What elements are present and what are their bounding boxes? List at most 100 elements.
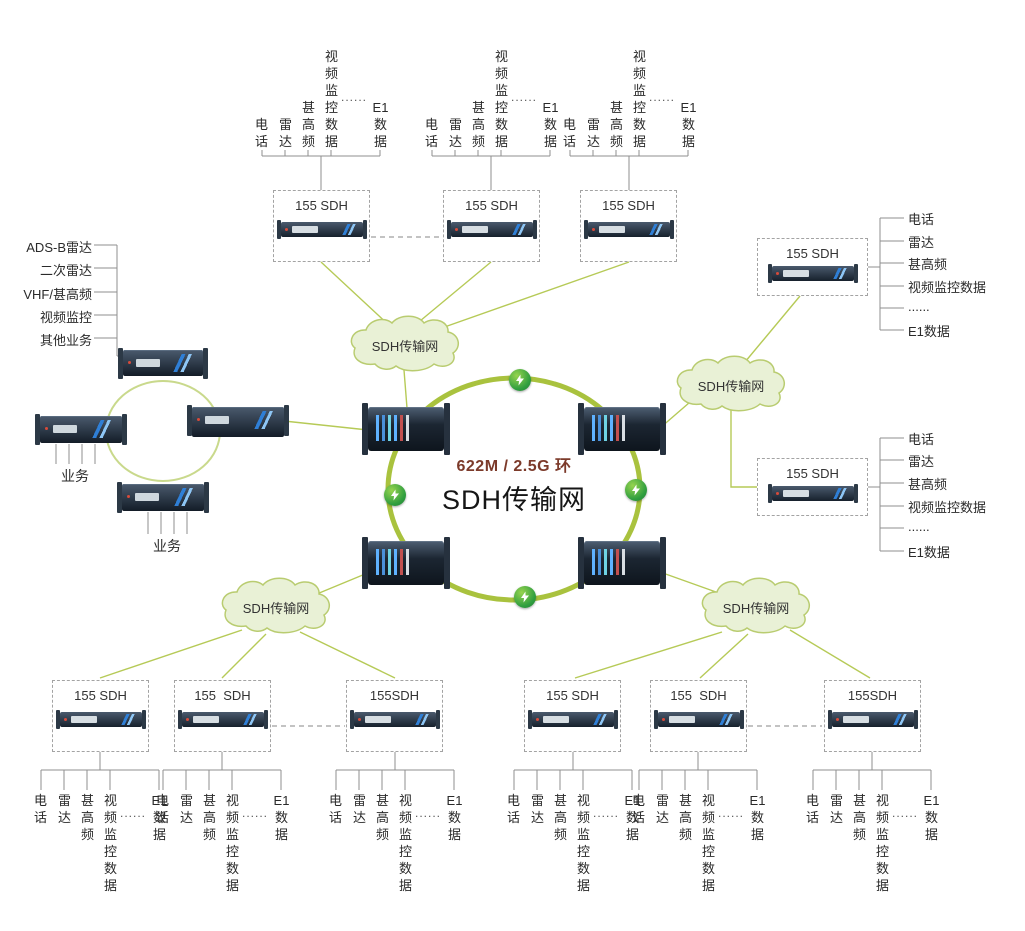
node-label: 155SDH bbox=[847, 688, 898, 703]
device-ports bbox=[376, 549, 409, 575]
ring-node-device-2 bbox=[578, 403, 666, 455]
service-label-vhf: 甚高频 bbox=[471, 100, 485, 149]
device-display bbox=[291, 226, 318, 233]
service-label-video-surveillance: 视频监控数据 bbox=[398, 793, 412, 893]
service-label-phone: 电话 bbox=[631, 793, 645, 825]
device-display bbox=[136, 359, 160, 367]
sdh-device bbox=[827, 710, 918, 729]
service-label-video-surveillance: 视频监控数据 bbox=[701, 793, 715, 893]
brand-swoosh bbox=[890, 714, 909, 725]
device-display bbox=[782, 270, 809, 277]
device-display bbox=[364, 716, 391, 723]
service-label-radar: 雷达 bbox=[829, 793, 843, 825]
ellipsis-label: ...... bbox=[593, 806, 620, 820]
ellipsis-label: ...... bbox=[908, 519, 930, 534]
service-label-phone: 电话 bbox=[254, 117, 268, 149]
cloud-label-right: SDH传输网 bbox=[697, 379, 765, 394]
led-indicator bbox=[835, 718, 839, 721]
device-display bbox=[668, 716, 695, 723]
clouds bbox=[221, 315, 811, 634]
node-label: 155 SDH bbox=[74, 688, 127, 703]
node-label: 155SDH bbox=[369, 688, 420, 703]
ellipsis-label: ...... bbox=[511, 90, 538, 104]
node-label: 155 SDH bbox=[295, 198, 348, 213]
service-label-vhf: 甚高频 bbox=[678, 793, 692, 842]
site-device-bottom bbox=[117, 482, 209, 513]
node-label: 155 SDH bbox=[786, 466, 839, 481]
service-label-vhf: 甚高频 bbox=[553, 793, 567, 842]
led-indicator bbox=[591, 228, 595, 231]
service-label-vhf: 甚高频 bbox=[908, 477, 948, 492]
sdh-node-bottom-6: 155SDH bbox=[824, 680, 921, 752]
sdh-device bbox=[767, 484, 858, 503]
device-display bbox=[461, 226, 488, 233]
service-label-e1: E1数据 bbox=[151, 793, 168, 842]
device-display bbox=[192, 716, 219, 723]
sdh-node-top-1: 155 SDH bbox=[273, 190, 370, 262]
site-label-secondary-radar: 二次雷达 bbox=[39, 263, 92, 278]
service-label-phone: 电话 bbox=[33, 793, 47, 825]
service-label-video-surveillance: 视频监控数据 bbox=[908, 280, 987, 295]
service-label-vhf: 甚高频 bbox=[202, 793, 216, 842]
service-label-radar: 雷达 bbox=[530, 793, 544, 825]
lightning-icon bbox=[625, 479, 647, 501]
ring-node-device-1 bbox=[362, 403, 450, 455]
site-device-right bbox=[187, 405, 289, 437]
service-label-phone: 电话 bbox=[155, 793, 169, 825]
service-label-radar: 雷达 bbox=[908, 235, 935, 250]
business-label: 业务 bbox=[153, 538, 181, 554]
sdh-node-bottom-1: 155 SDH bbox=[52, 680, 149, 752]
gray-connectors bbox=[40, 150, 932, 790]
service-label-e1: E1数据 bbox=[908, 545, 950, 560]
node-label: 155 SDH bbox=[465, 198, 518, 213]
lightning-icon bbox=[384, 484, 406, 506]
device-display bbox=[135, 493, 159, 501]
sdh-node-bottom-4: 155 SDH bbox=[524, 680, 621, 752]
site-label-video: 视频监控 bbox=[39, 310, 92, 325]
device-ports bbox=[376, 415, 409, 441]
led-indicator bbox=[357, 718, 361, 721]
service-label-video-surveillance: 视频监控数据 bbox=[225, 793, 239, 893]
sdh-node-right-2: 155 SDH bbox=[757, 458, 868, 516]
node-label: 155 SDH bbox=[602, 198, 655, 213]
node-label: 155 SDH bbox=[194, 688, 251, 703]
brand-swoosh bbox=[170, 354, 194, 372]
sdh-node-bottom-5: 155 SDH bbox=[650, 680, 747, 752]
sdh-device bbox=[446, 220, 537, 239]
service-label-phone: 电话 bbox=[805, 793, 819, 825]
ellipsis-label: ...... bbox=[892, 806, 919, 820]
site-label-vhf: VHF/甚高频 bbox=[23, 287, 92, 302]
ring-node-device-3 bbox=[362, 537, 450, 589]
device-display bbox=[70, 716, 97, 723]
brand-swoosh bbox=[339, 224, 358, 235]
brand-swoosh bbox=[89, 420, 113, 438]
led-indicator bbox=[127, 495, 130, 498]
ring-capacity-label: 622M / 2.5G 环 bbox=[456, 458, 572, 475]
service-label-radar: 雷达 bbox=[57, 793, 71, 825]
node-label: 155 SDH bbox=[546, 688, 599, 703]
service-label-e1: E1数据 bbox=[749, 793, 766, 842]
service-label-video-surveillance: 视频监控数据 bbox=[103, 793, 117, 893]
brand-swoosh bbox=[251, 411, 275, 429]
service-label-e1: E1数据 bbox=[908, 324, 950, 339]
led-indicator bbox=[661, 718, 665, 721]
sdh-device bbox=[527, 710, 618, 729]
service-label-phone: 电话 bbox=[908, 432, 935, 447]
brand-swoosh bbox=[240, 714, 259, 725]
cloud-label-top: SDH传输网 bbox=[371, 339, 439, 354]
device-display bbox=[542, 716, 569, 723]
sdh-device bbox=[55, 710, 146, 729]
cloud-right bbox=[676, 355, 786, 412]
service-label-vhf: 甚高频 bbox=[80, 793, 94, 842]
brand-swoosh bbox=[509, 224, 528, 235]
service-label-phone: 电话 bbox=[424, 117, 438, 149]
site-device-left bbox=[35, 414, 127, 445]
service-label-phone: 电话 bbox=[506, 793, 520, 825]
service-label-video-surveillance: 视频监控数据 bbox=[576, 793, 590, 893]
ellipsis-label: ...... bbox=[908, 299, 930, 314]
service-label-video-surveillance: 视频监控数据 bbox=[875, 793, 889, 893]
ellipsis-label: ...... bbox=[120, 806, 147, 820]
service-label-phone: 电话 bbox=[328, 793, 342, 825]
led-indicator bbox=[197, 418, 200, 421]
brand-swoosh bbox=[412, 714, 431, 725]
